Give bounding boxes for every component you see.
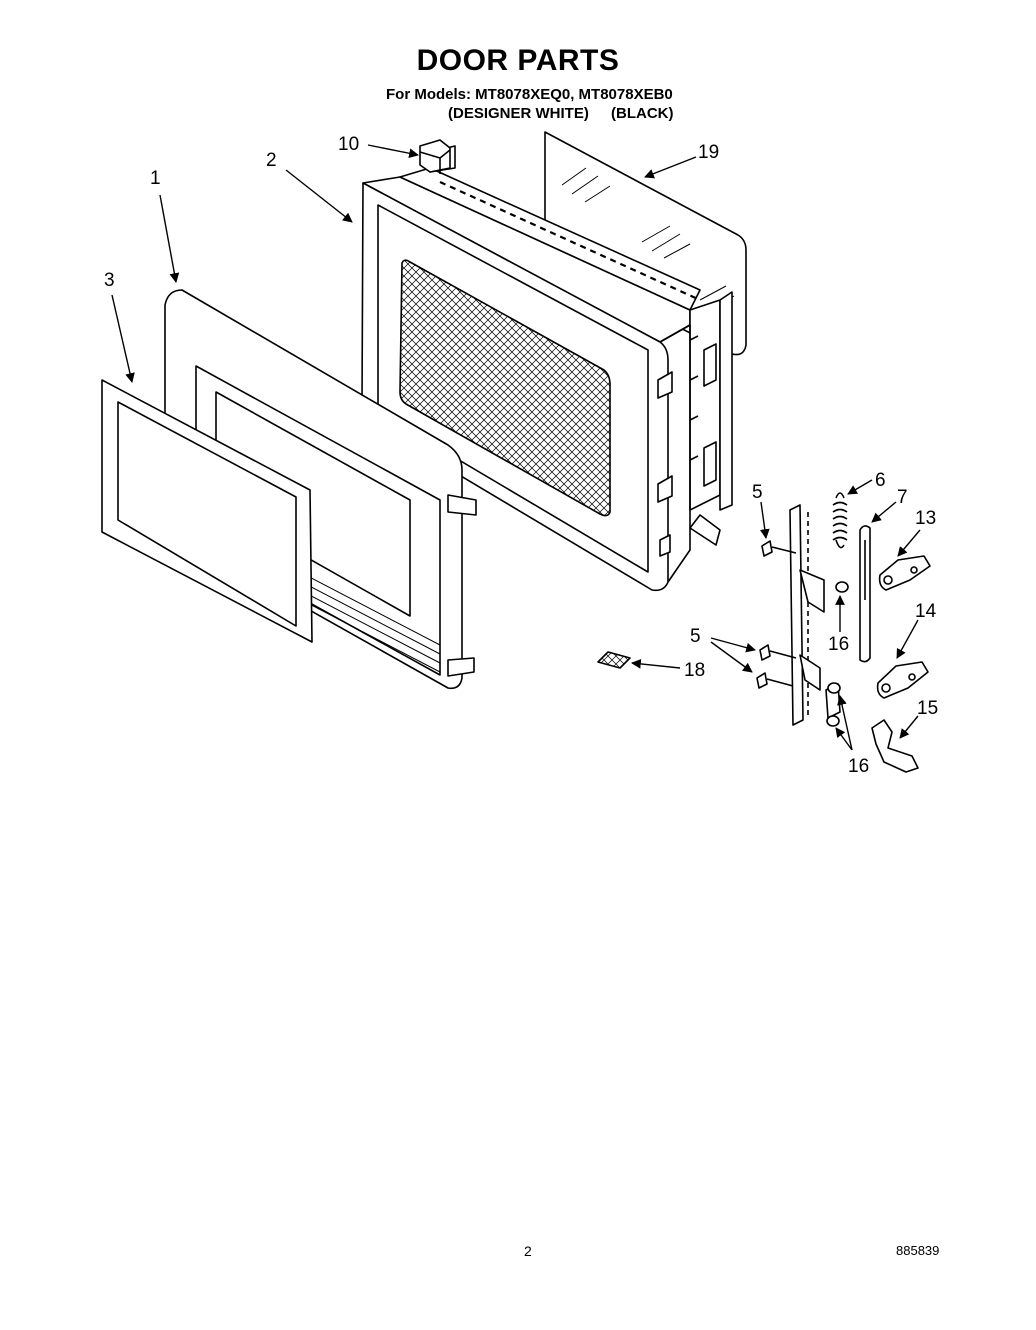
part-7-latch-bar (859, 525, 871, 663)
part-16-washers (826, 581, 849, 727)
variant-black: (BLACK) (611, 105, 674, 122)
part-6-spring (832, 492, 848, 549)
part-5-screws (756, 540, 797, 689)
leader-lines (111, 144, 921, 751)
part-3-trim-frame (101, 379, 313, 643)
part-10-clip (419, 139, 451, 174)
callout-6: 6 (875, 470, 886, 491)
page-number: 2 (524, 1243, 532, 1259)
variant-white: (DESIGNER WHITE) (448, 105, 589, 122)
callout-1: 1 (150, 168, 161, 189)
page-title: DOOR PARTS (416, 44, 620, 77)
callout-5-upper: 5 (752, 482, 763, 503)
part-14-latch (876, 661, 929, 699)
callout-13: 13 (915, 508, 936, 529)
callout-2: 2 (266, 150, 277, 171)
part-15-hook (871, 719, 919, 773)
callout-10: 10 (338, 134, 359, 155)
latch-assembly (789, 504, 841, 726)
callout-3: 3 (104, 270, 115, 291)
callout-16-upper: 16 (828, 634, 849, 655)
part-18-pad (597, 651, 631, 669)
part-13-latch (878, 555, 931, 591)
callout-16-lower: 16 (848, 756, 869, 777)
models-line: For Models: MT8078XEQ0, MT8078XEB0 (386, 86, 673, 103)
callout-18: 18 (684, 660, 705, 681)
callout-5-lower: 5 (690, 626, 701, 647)
variant-line: (DESIGNER WHITE) (BLACK) (448, 105, 692, 122)
callout-7: 7 (897, 487, 908, 508)
callout-19: 19 (698, 142, 719, 163)
callout-15: 15 (917, 698, 938, 719)
callout-14: 14 (915, 601, 937, 622)
document-id: 885839 (896, 1243, 940, 1258)
